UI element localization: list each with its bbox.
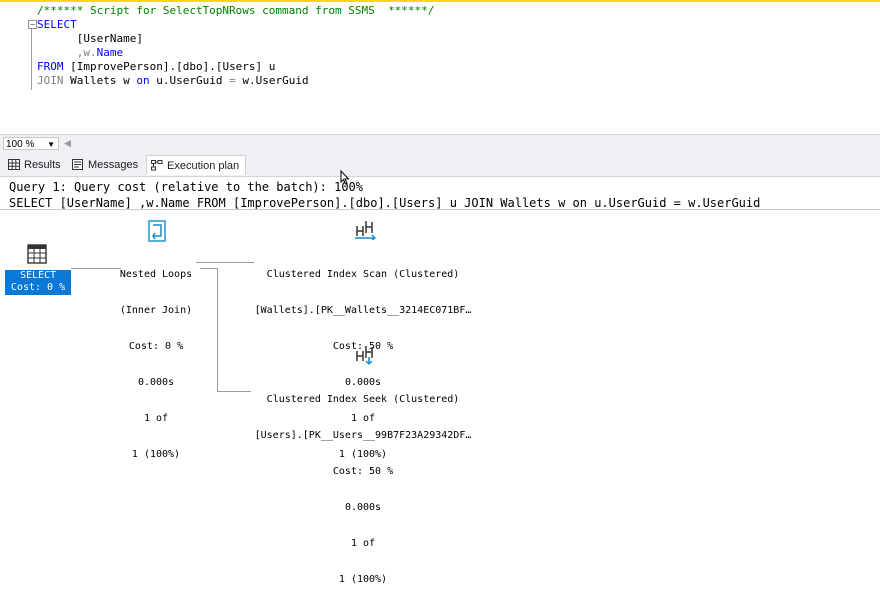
connector-loops-seek-a <box>200 268 217 269</box>
select-node-label: SELECT <box>19 270 57 281</box>
query-cost-header: Query 1: Query cost (relative to the bat… <box>9 180 364 194</box>
query-editor[interactable]: − /****** Script for SelectTopNRows comm… <box>0 0 880 134</box>
chevron-down-icon: ▼ <box>47 140 55 149</box>
tab-execution-plan-label: Execution plan <box>167 160 240 172</box>
grid-icon <box>8 159 20 170</box>
nested-loops-rows: 1 of <box>143 413 169 424</box>
code-line-wname: ,w.Name <box>37 46 123 60</box>
zoom-value: 100 % <box>6 139 35 150</box>
code-line-comment: /****** Script for SelectTopNRows comman… <box>37 4 435 17</box>
editor-top-border <box>0 0 880 2</box>
scan-cost: Cost: 50 % <box>332 341 394 352</box>
outline-guide <box>31 24 32 90</box>
collapse-toggle-icon[interactable]: − <box>28 20 37 29</box>
zoom-bar: 100 % ▼ ◀ <box>0 134 880 153</box>
tab-execution-plan[interactable]: Execution plan <box>146 155 247 175</box>
seek-title: Clustered Index Seek (Clustered) <box>266 394 460 405</box>
code-line-join: JOIN Wallets w on u.UserGuid = w.UserGui… <box>37 74 309 87</box>
select-node-cost: Cost: 0 % <box>10 282 66 293</box>
nested-loops-node[interactable]: Nested Loops (Inner Join) Cost: 0 % 0.00… <box>106 245 206 473</box>
nested-loops-time: 0.000s <box>137 377 175 388</box>
zoom-select[interactable]: 100 % ▼ <box>3 137 59 150</box>
scan-object: [Wallets].[PK__Wallets__3214EC071BF… <box>254 305 472 316</box>
seek-time: 0.000s <box>344 502 382 513</box>
seek-pct: 1 (100%) <box>338 574 388 585</box>
connector-loops-scan <box>196 262 254 263</box>
messages-icon <box>72 159 83 170</box>
clustered-index-seek-node[interactable]: Clustered Index Seek (Clustered) [Users]… <box>243 370 483 598</box>
code-token-prefix: ,w. <box>76 46 97 59</box>
nested-loops-subtitle: (Inner Join) <box>119 305 193 316</box>
code-token-name: Name <box>96 46 124 59</box>
clustered-index-seek-icon[interactable] <box>353 343 377 365</box>
connector-select-loops <box>71 268 121 269</box>
scan-title: Clustered Index Scan (Clustered) <box>266 269 460 280</box>
nested-loops-title: Nested Loops <box>119 269 193 280</box>
connector-loops-seek-c <box>217 391 251 392</box>
seek-object: [Users].[PK__Users__99B7F23A29342DF… <box>254 430 472 441</box>
seek-cost: Cost: 50 % <box>332 466 394 477</box>
nested-loops-pct: 1 (100%) <box>131 449 181 460</box>
clustered-index-scan-node[interactable]: Clustered Index Scan (Clustered) [Wallet… <box>243 245 483 473</box>
code-line-select: SELECT <box>37 18 77 31</box>
results-tab-bar: Results Messages Execution plan <box>0 152 880 177</box>
mouse-cursor-icon <box>340 170 349 185</box>
clustered-index-scan-icon[interactable] <box>353 218 377 240</box>
tab-messages[interactable]: Messages <box>68 155 144 175</box>
tab-messages-label: Messages <box>88 159 139 171</box>
connector-loops-seek-b <box>217 268 218 392</box>
scan-rows: 1 of <box>350 413 376 424</box>
query-text: SELECT [UserName] ,w.Name FROM [ImproveP… <box>9 196 761 210</box>
scroll-left-icon[interactable]: ◀ <box>64 138 71 148</box>
code-line-from: FROM [ImprovePerson].[dbo].[Users] u <box>37 60 276 73</box>
nested-loops-cost: Cost: 0 % <box>128 341 184 352</box>
tab-results-label: Results <box>24 159 61 171</box>
plan-separator <box>0 209 880 210</box>
tab-results[interactable]: Results <box>4 155 67 175</box>
code-line-username: [UserName] <box>37 32 143 45</box>
scan-pct: 1 (100%) <box>338 449 388 460</box>
seek-rows: 1 of <box>350 538 376 549</box>
nested-loops-icon[interactable] <box>147 220 167 242</box>
execution-plan-icon <box>151 160 163 171</box>
select-node[interactable]: SELECT Cost: 0 % <box>5 270 71 295</box>
select-node-icon[interactable] <box>27 244 47 264</box>
scan-time: 0.000s <box>344 377 382 388</box>
